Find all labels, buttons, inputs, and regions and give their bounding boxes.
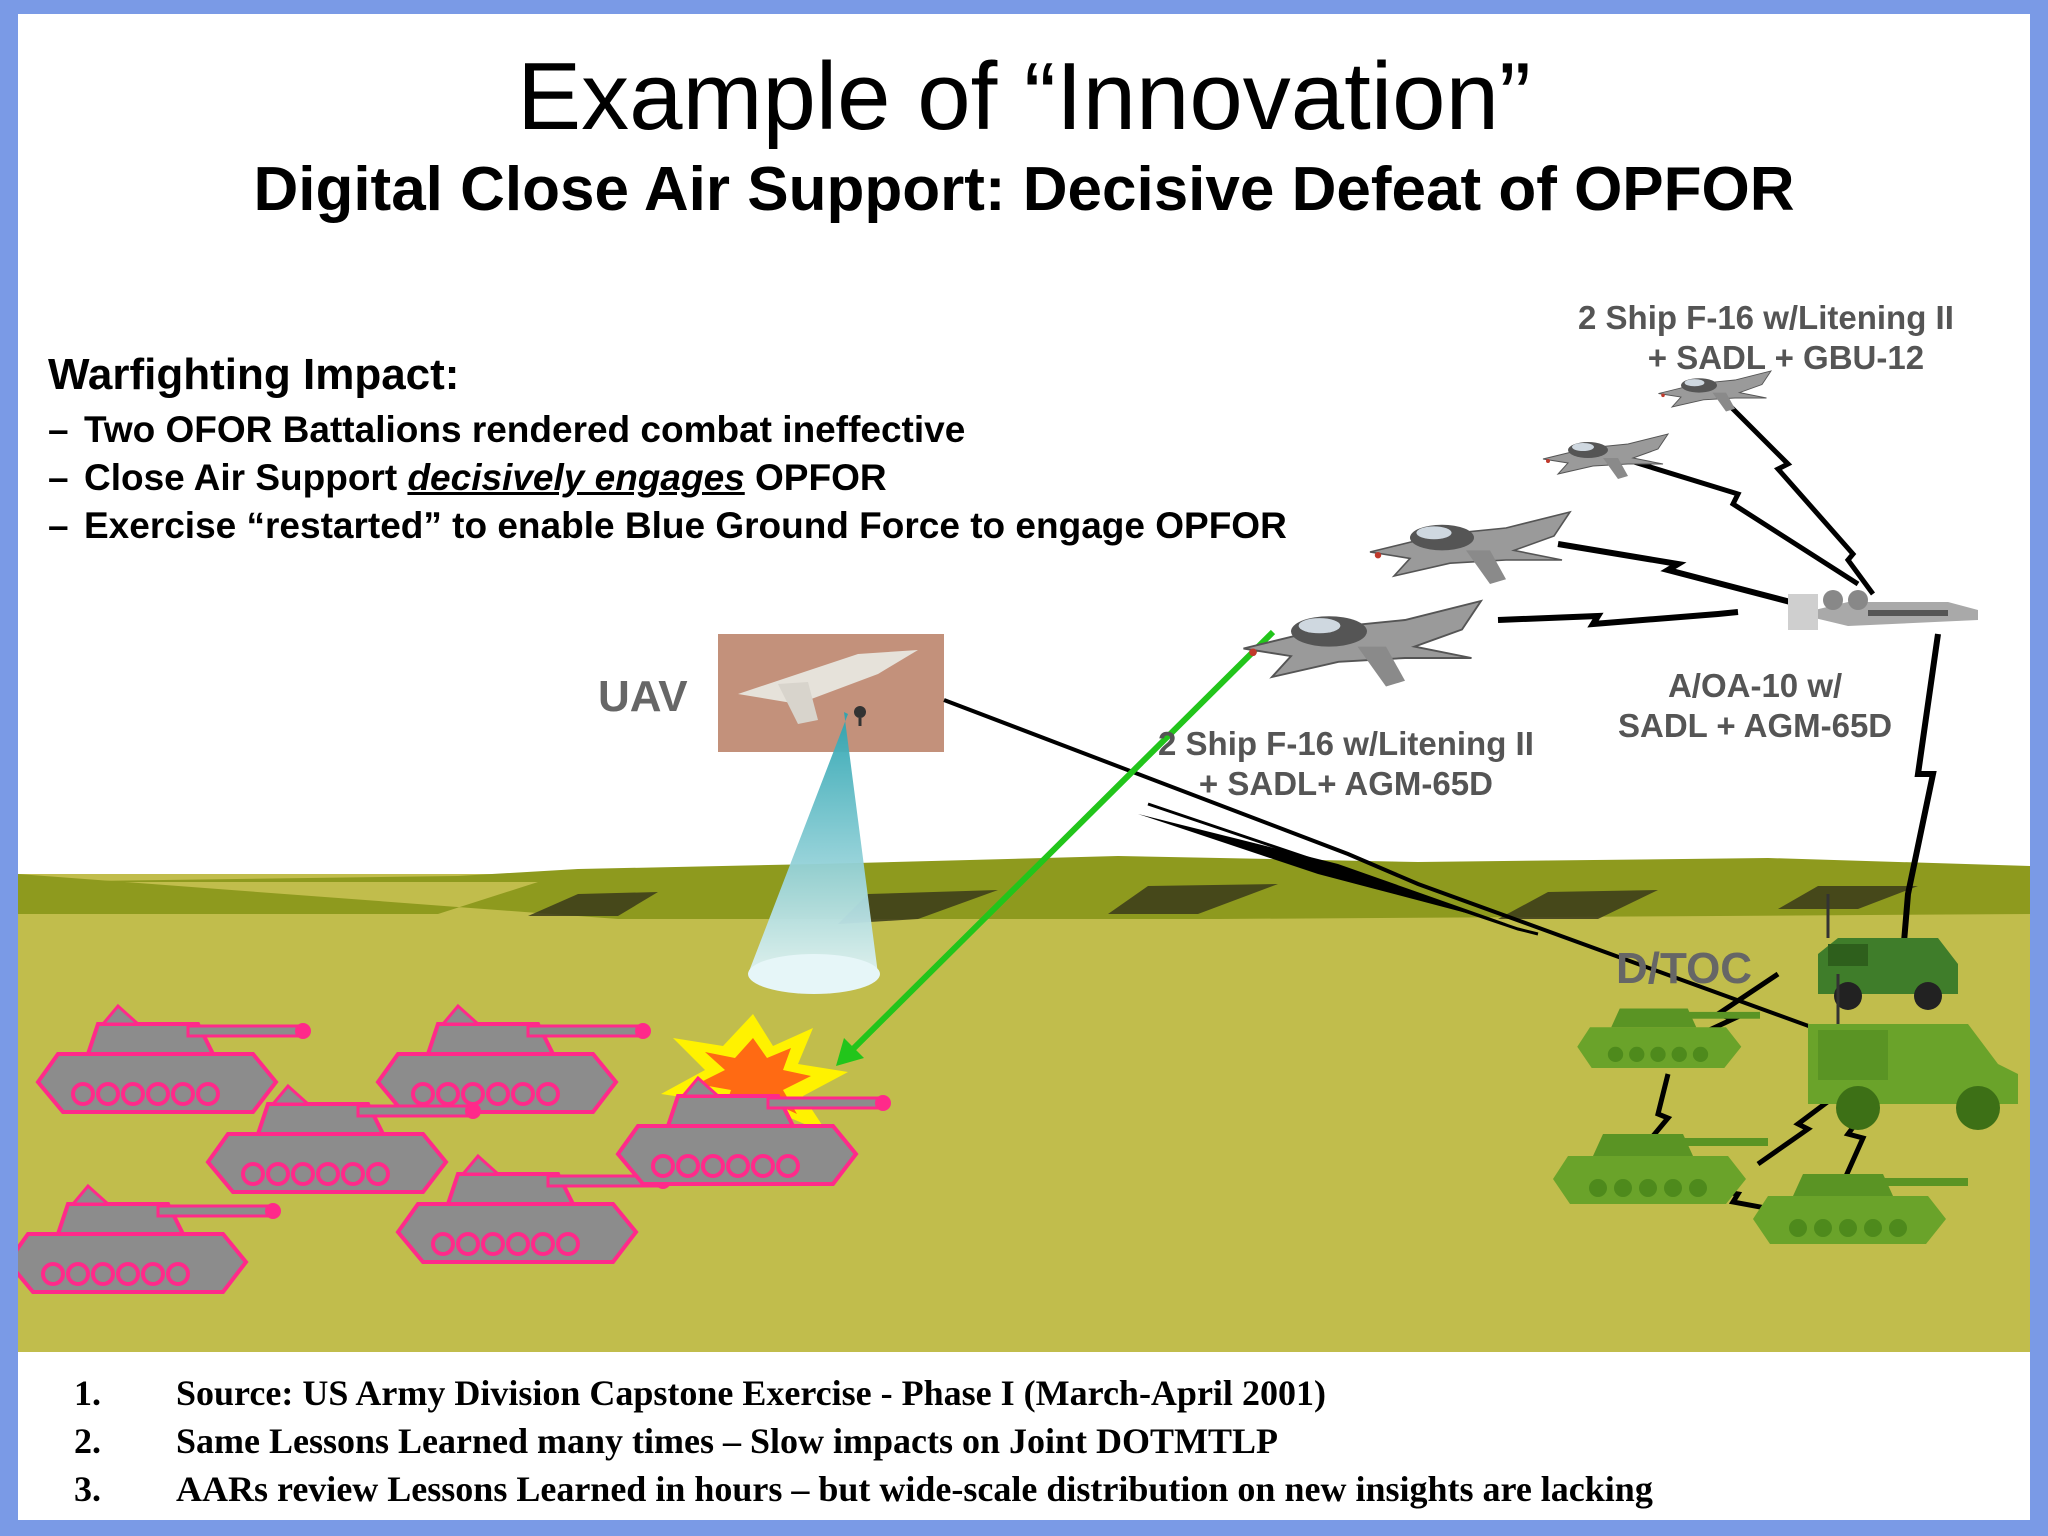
bullet-dash: – — [48, 505, 69, 546]
impact-bullet-1: –Two OFOR Battalions rendered combat ine… — [48, 406, 1287, 454]
slide: Example of “Innovation” Digital Close Ai… — [18, 14, 2030, 1520]
footer-number: 3. — [74, 1469, 101, 1509]
warfighting-impact: Warfighting Impact: –Two OFOR Battalions… — [48, 350, 1287, 550]
f16-top-line1: 2 Ship F-16 w/Litening II — [1578, 299, 1954, 336]
impact-text-2a: Close Air Support — [84, 457, 408, 498]
footer-text: Source: US Army Division Capstone Exerci… — [176, 1373, 1326, 1413]
f16-jet-1 — [1242, 600, 1482, 688]
bullet-dash: – — [48, 457, 69, 498]
impact-text-2-emphasis: decisively engages — [407, 457, 745, 498]
battlefield-scene — [18, 370, 2030, 1354]
footer-number: 1. — [74, 1373, 101, 1413]
f16-jet-3 — [1542, 433, 1669, 480]
impact-text-3: Exercise “restarted” to enable Blue Grou… — [84, 505, 1287, 546]
page-title: Example of “Innovation” — [517, 43, 1531, 150]
impact-text-2b: OPFOR — [744, 457, 887, 498]
footer-text: AARs review Lessons Learned in hours – b… — [176, 1469, 1653, 1509]
a10-aircraft — [1788, 590, 1978, 630]
uav-cone — [748, 712, 878, 987]
a10-label: A/OA-10 w/ SADL + AGM-65D — [1618, 666, 1892, 746]
a10-line2: SADL + AGM-65D — [1618, 707, 1893, 744]
page-subtitle: Digital Close Air Support: Decisive Defe… — [253, 155, 1795, 224]
a10-line1: A/OA-10 w/ — [1667, 667, 1843, 704]
uav-label: UAV — [598, 672, 688, 721]
impact-text-1: Two OFOR Battalions rendered combat inef… — [84, 409, 966, 450]
footer-note-3: 3. AARs review Lessons Learned in hours –… — [74, 1468, 1653, 1510]
footer-note-2: 2. Same Lessons Learned many times – Slow… — [74, 1420, 1278, 1462]
hill-shadows — [528, 884, 1918, 924]
dtoc-humvee-2 — [1808, 974, 2018, 1130]
laser-designation — [836, 629, 1276, 1066]
f16-jet-2 — [1369, 511, 1571, 585]
uav-photo — [718, 634, 944, 752]
footer-number: 2. — [74, 1421, 101, 1461]
impact-bullet-3: –Exercise “restarted” to enable Blue Gro… — [48, 502, 1287, 550]
impact-heading: Warfighting Impact: — [48, 350, 460, 399]
f16-mid-line2: + SADL+ AGM-65D — [1198, 765, 1493, 802]
impact-bullet-2: –Close Air Support decisively engages OP… — [48, 454, 1287, 502]
f16-mid-label: 2 Ship F-16 w/Litening II + SADL+ AGM-65… — [1158, 724, 1534, 804]
f16-mid-line1: 2 Ship F-16 w/Litening II — [1158, 725, 1534, 762]
footer-notes: 1. Source: US Army Division Capstone Exer… — [18, 1352, 2030, 1520]
f16-top-label: 2 Ship F-16 w/Litening II + SADL + GBU-1… — [1578, 298, 1954, 378]
dtoc-humvee-1 — [1818, 894, 1958, 1010]
footer-text: Same Lessons Learned many times – Slow i… — [176, 1421, 1279, 1461]
f16-top-line2: + SADL + GBU-12 — [1647, 339, 1925, 376]
dtoc-label: D/TOC — [1616, 944, 1753, 993]
footer-note-1: 1. Source: US Army Division Capstone Exer… — [74, 1372, 1326, 1414]
bullet-dash: – — [48, 409, 69, 450]
